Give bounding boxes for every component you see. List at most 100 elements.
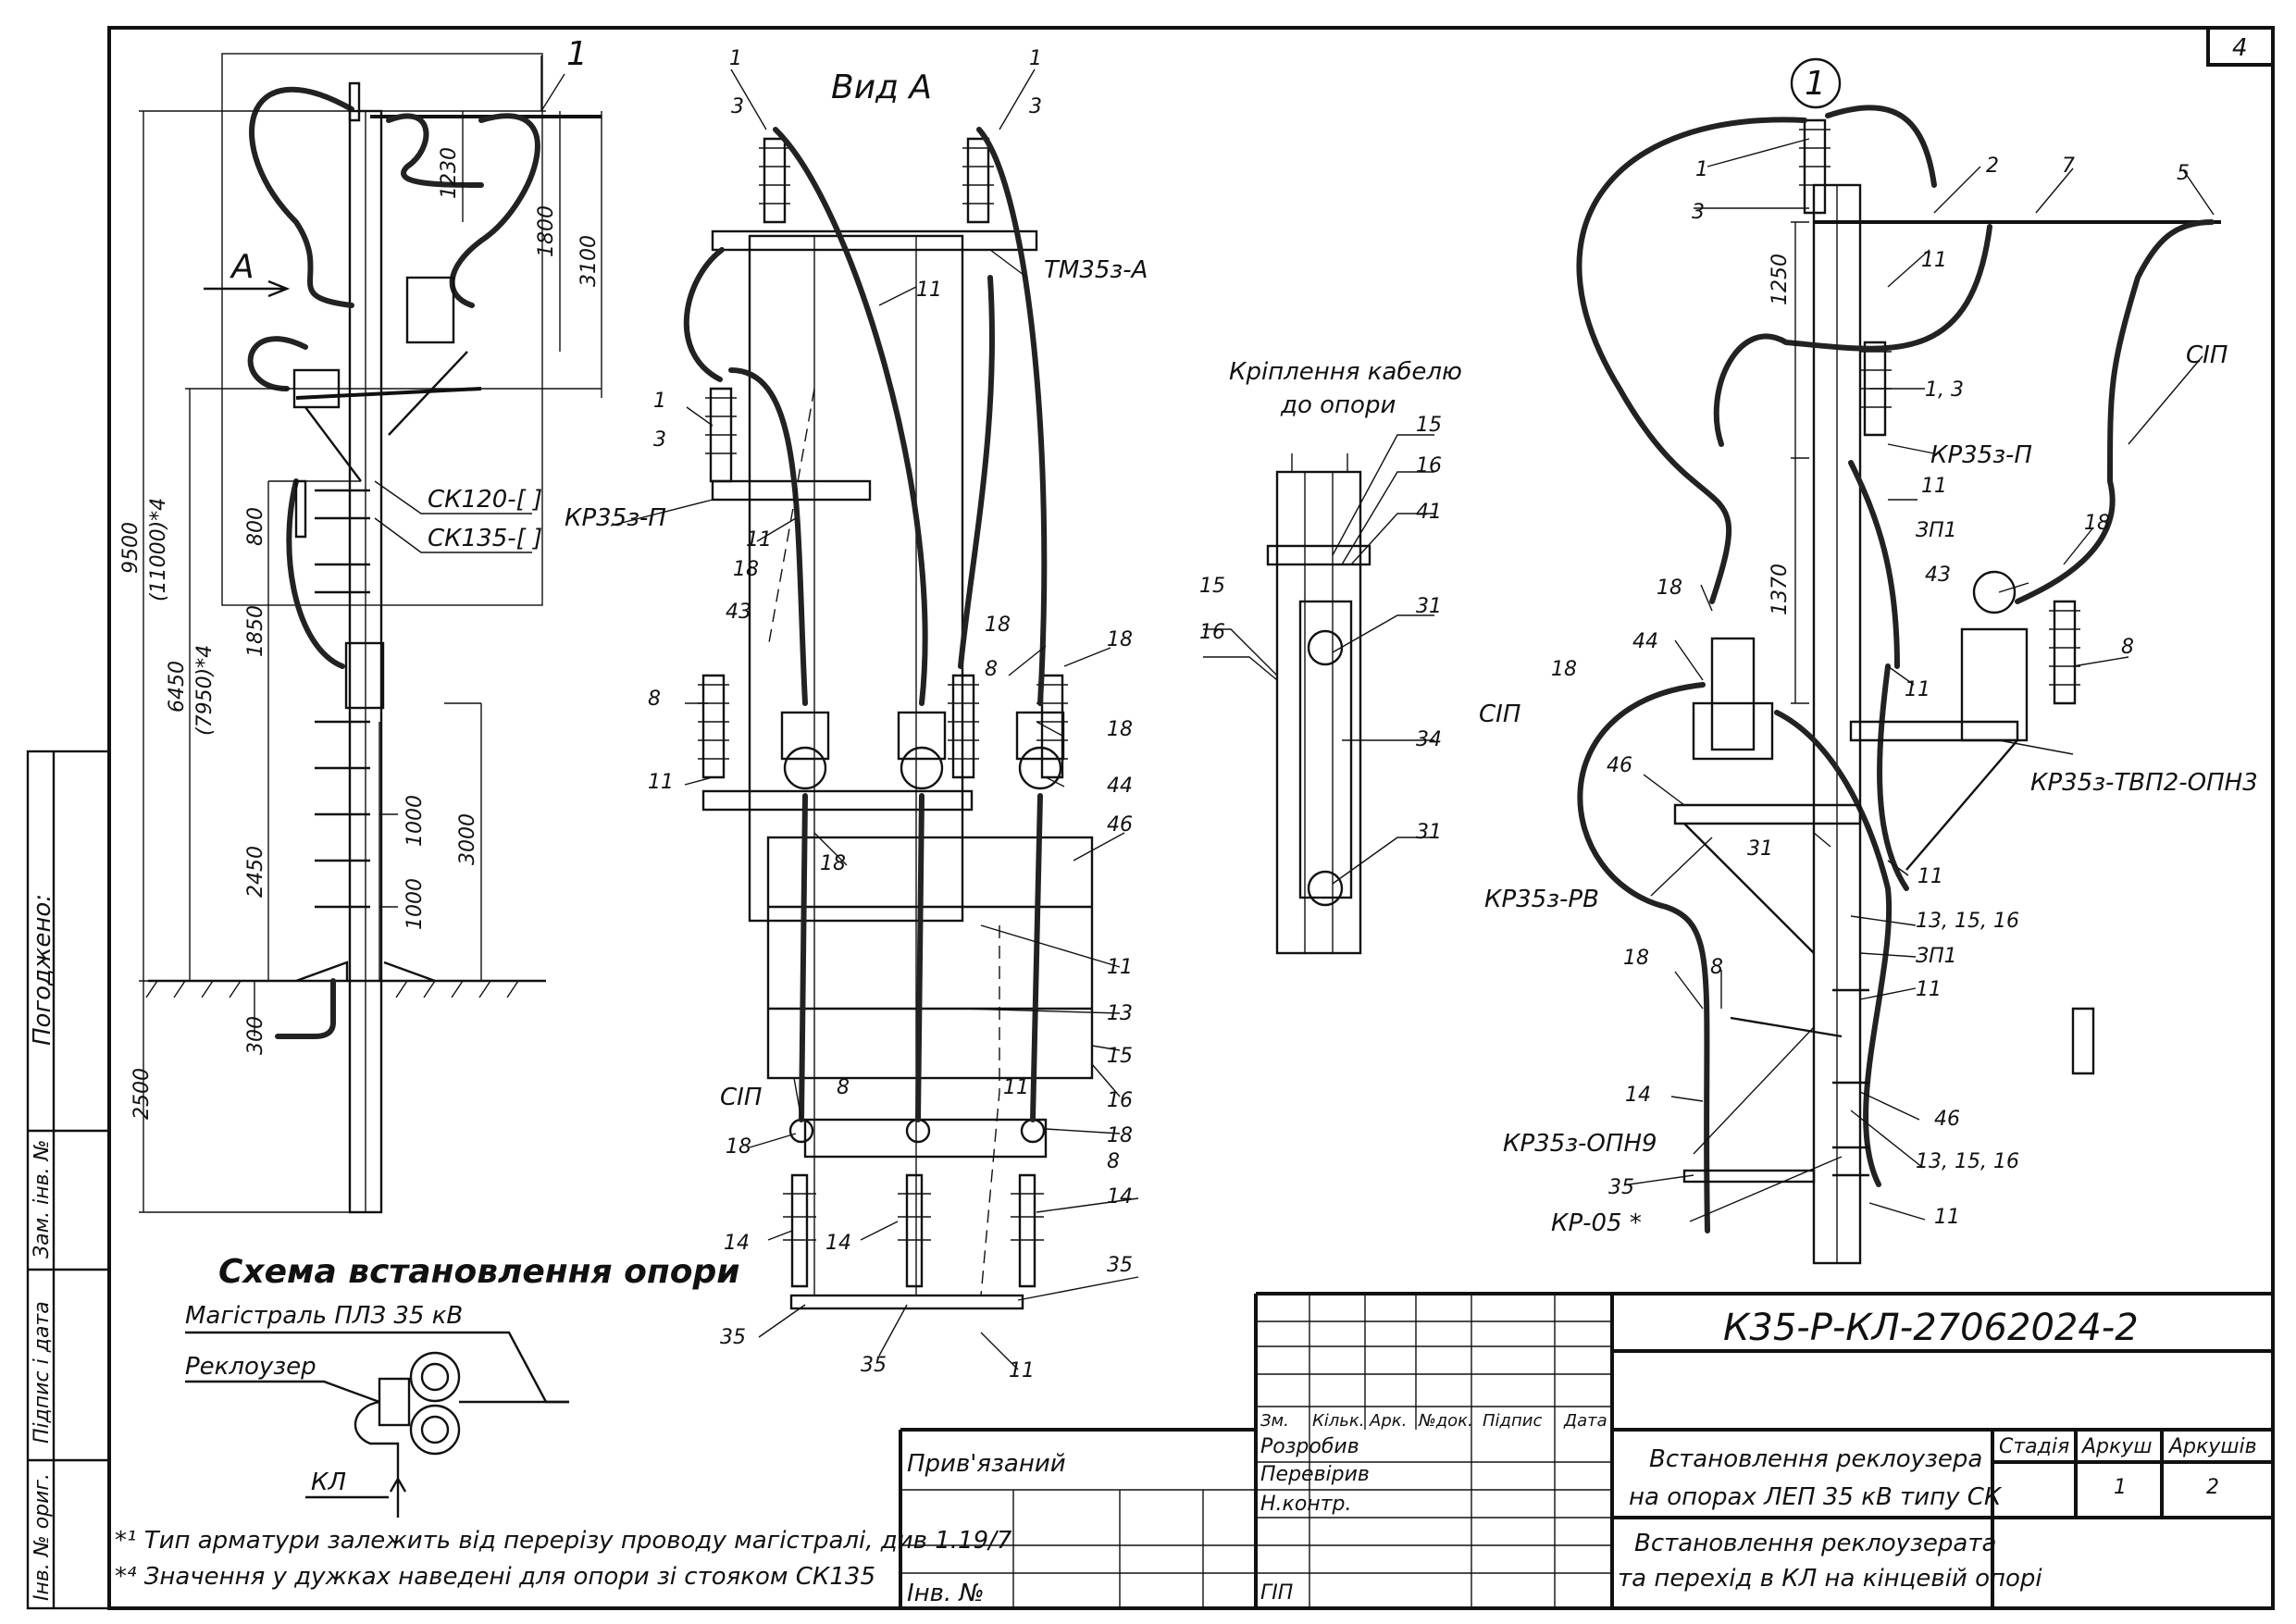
sheet-number: 4 [2232, 34, 2248, 62]
view-a-label-11: 43 [726, 601, 751, 624]
view-a-label-6: 1 [653, 390, 666, 413]
view-a-label-14: 18 [985, 614, 1011, 637]
stamp-header-3: №док. [1418, 1411, 1473, 1431]
view-a: Вид А [565, 47, 1148, 1382]
detail-1-label-20: КР35з-ТВП2-ОПН3 [2030, 769, 2258, 797]
side-label-orig-inv: Інв. № ориг. [31, 1473, 54, 1601]
detail-1-dim-1370: 1370 [1769, 564, 1792, 615]
view-a-label-2: 1 [1029, 47, 1042, 70]
view-a-label-16: 18 [1107, 628, 1133, 651]
dim-2500: 2500 [130, 1068, 154, 1120]
inv-label: Інв. № [907, 1580, 985, 1607]
stamp-header-4: Підпис [1483, 1411, 1542, 1431]
detail-1-label-27: 8 [1710, 956, 1723, 979]
view-a-label-5: 11 [916, 279, 942, 302]
view-a-label-1: 3 [731, 95, 744, 118]
view-a-label-12: 8 [648, 688, 661, 711]
view-a-label-27: 11 [1003, 1076, 1029, 1099]
view-a-label-4: ТМ35з-А [1044, 256, 1148, 284]
cable-mount-label-2: 41 [1416, 501, 1442, 524]
detail-1-label-30: КР35з-ОПН9 [1503, 1130, 1657, 1158]
dimension-lines [139, 110, 602, 1213]
detail-1-label-13: 18 [1657, 576, 1682, 600]
dim-1850: 1850 [244, 605, 267, 657]
view-a-label-37: 11 [1009, 1359, 1035, 1382]
detail-1-label-12: 43 [1925, 564, 1951, 587]
view-a-label-22: 13 [1107, 1002, 1133, 1025]
bound-label: Прив'язаний [907, 1450, 1066, 1478]
detail-1-label-17: СІП [1479, 700, 1520, 728]
view-a-label-10: 18 [733, 558, 759, 581]
detail-1-label-35: 11 [1934, 1206, 1960, 1229]
view-a-label-24: 16 [1107, 1089, 1133, 1112]
view-a-label-7: 3 [653, 428, 666, 452]
dim-1800: 1800 [535, 205, 558, 257]
detail-1-dim-1250: 1250 [1769, 254, 1792, 305]
view-a-label-29: 18 [1107, 1124, 1133, 1147]
dim-3000: 3000 [456, 813, 479, 865]
cable-mount-title-2: до опори [1280, 391, 1396, 419]
view-a-label-28: 18 [726, 1135, 751, 1159]
role-norm-control: Н.контр. [1260, 1493, 1351, 1516]
detail-1-ref: 1 [1805, 65, 1826, 103]
role-checked: Перевірив [1260, 1463, 1370, 1486]
dim-1230: 1230 [438, 147, 461, 199]
view-a-labels: 1 3 1 3 ТМ35з-А 11 1 3 КР35з-П 11 18 43 … [565, 47, 1148, 1382]
dim-300: 300 [244, 1016, 267, 1055]
detail-1-label-4: 5 [2177, 162, 2190, 185]
detail-1-label-34: КР-05 * [1551, 1209, 1642, 1237]
doc-code: К35-Р-КЛ-27062024-2 [1723, 1307, 2139, 1349]
detail-1-label-31: 46 [1934, 1108, 1960, 1131]
view-a-label-31: 14 [1107, 1185, 1133, 1209]
cable-mount-label-4: 16 [1199, 621, 1225, 644]
detail-1-label-22: 11 [1917, 865, 1943, 888]
schema-title: Схема встановлення опори [218, 1253, 739, 1291]
sheets-label: Аркушів [2167, 1435, 2257, 1458]
dim-3100: 3100 [577, 235, 601, 287]
view-a-label-23: 15 [1107, 1045, 1133, 1068]
detail-1-label-5: 11 [1921, 249, 1947, 272]
view-a-label-26: 8 [837, 1076, 850, 1099]
side-stamp: Погоджено: Зам. інв. № Підпис і дата Інв… [26, 750, 111, 1610]
sheets-value: 2 [2206, 1476, 2219, 1499]
detail-1-label-6: 1, 3 [1925, 378, 1964, 402]
cable-mount-label-3: 15 [1199, 575, 1225, 598]
dim-1000-a: 1000 [403, 795, 427, 847]
detail-1-label-26: 18 [1623, 947, 1649, 970]
detail-1-label-23: КР35з-РВ [1484, 886, 1599, 913]
view-a-label-30: 8 [1107, 1150, 1120, 1173]
detail-1-label-16: 11 [1905, 678, 1930, 701]
detail-1-label-29: 14 [1625, 1084, 1651, 1107]
cable-mount-label-6: 34 [1416, 728, 1442, 751]
stamp-header-1: Кільк. [1312, 1411, 1365, 1431]
view-a-label-25: СІП [720, 1084, 762, 1111]
role-developed: Розробив [1260, 1435, 1359, 1458]
pole-label-sk120: СК120-[ ] [428, 486, 542, 514]
cable-mount-label-1: 16 [1416, 454, 1442, 477]
schema-recloser-label: Реклоузер [185, 1353, 316, 1381]
view-a-bushings [780, 711, 1065, 1144]
detail-1-label-19: 46 [1607, 754, 1632, 777]
detail-1-label-21: 31 [1747, 837, 1773, 861]
stamp-header-5: Дата [1563, 1411, 1607, 1431]
note-2: *⁴ Значення у дужках наведені для опори … [115, 1563, 875, 1591]
main-view-arrow-label: А [230, 248, 254, 286]
view-a-label-20: 18 [820, 852, 846, 875]
main-view: 1 А 1230 1800 3100 9500 (11000)*4 6450 [119, 35, 602, 1214]
view-a-label-36: 35 [861, 1354, 887, 1377]
view-a-title: Вид А [831, 68, 932, 106]
detail-1-label-33: 35 [1608, 1176, 1634, 1199]
detail-1-labels: 1 3 2 7 5 11 1, 3 КР35з-П 11 ЗП1 СІП 18 … [1479, 155, 2258, 1237]
dim-11000: (11000)*4 [147, 498, 170, 601]
view-a-label-8: КР35з-П [565, 504, 666, 532]
view-a-leaders [610, 68, 1139, 1370]
dim-800: 800 [244, 507, 267, 546]
notes: *¹ Тип арматури залежить від перерізу пр… [115, 1527, 1012, 1591]
title-line-2: на опорах ЛЕП 35 кВ типу СК [1629, 1483, 2003, 1511]
view-a-label-35: 35 [720, 1326, 746, 1349]
view-a-label-33: 14 [825, 1232, 851, 1255]
stamp-header-2: Арк. [1369, 1411, 1407, 1431]
sheet-frame: 4 [107, 26, 2275, 1610]
detail-1-label-18: 18 [1551, 658, 1577, 681]
view-a-label-3: 3 [1029, 95, 1042, 118]
